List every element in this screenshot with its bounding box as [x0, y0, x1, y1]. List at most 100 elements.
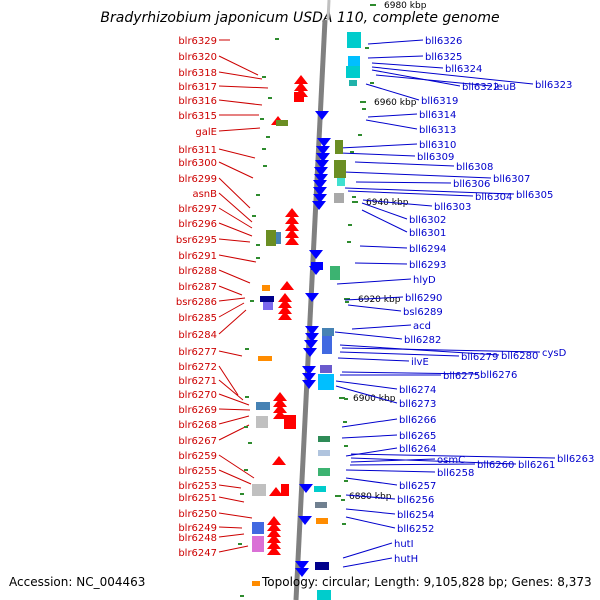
right-gene-leader — [371, 66, 534, 85]
reverse-gene-arrow — [302, 366, 316, 375]
left-gene-leader — [218, 526, 243, 529]
left-gene-label: blr6251 — [178, 493, 217, 504]
forward-gene-arrow — [267, 522, 281, 531]
kbp-mark-label: 6960 kbp — [374, 98, 417, 108]
reverse-gene-arrow — [309, 250, 323, 259]
reverse-gene-arrow — [317, 138, 331, 147]
right-gene-label: bll6294 — [409, 244, 446, 255]
left-gene-label: blr6291 — [178, 251, 217, 262]
kbp-tick — [370, 4, 376, 6]
right-gene-leader — [339, 351, 460, 357]
left-gene-leader — [218, 393, 250, 406]
gene-feature-box — [334, 160, 346, 178]
left-gene-label: blr6299 — [178, 174, 217, 185]
gene-feature-box — [262, 285, 270, 291]
right-gene-label: bll6305 — [516, 190, 553, 201]
forward-gene-arrow — [294, 75, 308, 84]
left-gene-label: blr6277 — [178, 347, 217, 358]
gene-feature-box — [337, 178, 345, 186]
reverse-gene-arrow — [314, 167, 328, 176]
left-gene-leader — [218, 99, 263, 106]
right-gene-label: acd — [413, 321, 431, 332]
reverse-gene-arrow — [315, 111, 329, 120]
forward-gene-block — [284, 415, 296, 429]
right-gene-label: bll6257 — [399, 481, 436, 492]
left-gene-label: blr6316 — [178, 96, 217, 107]
right-gene-label: bll6325 — [425, 52, 462, 63]
left-gene-label: blr6247 — [178, 548, 217, 559]
minor-gene-marker — [238, 543, 242, 545]
left-gene-leader — [218, 469, 252, 485]
left-gene-leader — [218, 379, 244, 401]
minor-gene-marker — [370, 82, 374, 84]
right-gene-leader — [354, 262, 408, 265]
minor-gene-marker — [344, 480, 348, 482]
left-gene-label: blr6297 — [178, 204, 217, 215]
left-gene-leader — [218, 545, 249, 553]
genome-axis — [293, 19, 328, 600]
left-gene-leader — [218, 161, 254, 179]
left-gene-leader — [218, 207, 253, 229]
left-gene-leader — [218, 454, 255, 479]
gene-feature-box — [349, 80, 357, 86]
left-gene-label: blr6285 — [178, 313, 217, 324]
right-gene-leader — [354, 161, 455, 167]
minor-gene-marker — [362, 108, 366, 110]
right-gene-leader — [359, 245, 408, 249]
right-gene-label: hutI — [394, 539, 414, 550]
kbp-tick — [344, 298, 350, 300]
right-gene-label: bll6276 — [480, 370, 517, 381]
gene-feature-box — [266, 230, 276, 246]
gene-feature-box — [314, 486, 326, 492]
minor-gene-marker — [240, 595, 244, 597]
forward-gene-arrow — [278, 293, 292, 302]
reverse-gene-arrow — [316, 153, 330, 162]
right-gene-leader — [347, 304, 402, 312]
gene-feature-box — [252, 536, 264, 552]
right-gene-label: bll6304 — [475, 192, 512, 203]
right-gene-leader — [342, 542, 393, 559]
left-gene-label: blr6315 — [178, 111, 217, 122]
minor-gene-marker — [260, 118, 264, 120]
genome-title: Bradyrhizobium japonicum USDA 110, compl… — [100, 10, 500, 26]
gene-feature-box — [252, 581, 260, 586]
forward-gene-arrow — [267, 546, 281, 555]
minor-gene-marker — [343, 421, 347, 423]
left-gene-label: blr6259 — [178, 451, 217, 462]
minor-gene-marker — [250, 300, 254, 302]
right-gene-leader — [335, 380, 398, 390]
right-gene-label: bll6282 — [404, 335, 441, 346]
right-gene-label: bll6303 — [434, 202, 471, 213]
gene-feature-box — [322, 336, 332, 354]
minor-gene-marker — [347, 241, 351, 243]
right-gene-label: bll6310 — [419, 140, 456, 151]
gene-feature-box — [348, 56, 360, 66]
right-gene-leader — [345, 516, 396, 529]
left-gene-leader — [218, 55, 259, 76]
left-gene-leader — [218, 127, 261, 132]
left-gene-label: galE — [195, 127, 217, 138]
right-gene-label: hutH — [394, 554, 418, 565]
right-gene-label: bll6273 — [399, 399, 436, 410]
left-gene-label: blr6272 — [178, 362, 217, 373]
kbp-tick — [360, 101, 366, 103]
reverse-gene-arrow — [313, 180, 327, 189]
right-gene-leader — [351, 324, 412, 330]
reverse-gene-arrow — [305, 293, 319, 302]
minor-gene-marker — [365, 47, 369, 49]
left-gene-leader — [218, 512, 253, 519]
kbp-mark-label: 6940 kbp — [366, 198, 409, 208]
right-gene-label: bll6324 — [445, 64, 482, 75]
gene-feature-box — [318, 450, 330, 456]
gene-feature-box — [276, 232, 281, 244]
left-gene-leader — [218, 269, 251, 284]
left-gene-leader — [218, 309, 247, 335]
right-gene-label: ilvE — [411, 357, 429, 368]
left-gene-leader — [218, 222, 253, 237]
right-gene-leader — [341, 347, 541, 353]
minor-gene-marker — [344, 445, 348, 447]
gene-feature-box — [330, 266, 340, 280]
right-gene-label: cysD — [542, 348, 567, 359]
right-gene-label: bll6309 — [417, 152, 454, 163]
reverse-gene-arrow — [302, 380, 316, 389]
